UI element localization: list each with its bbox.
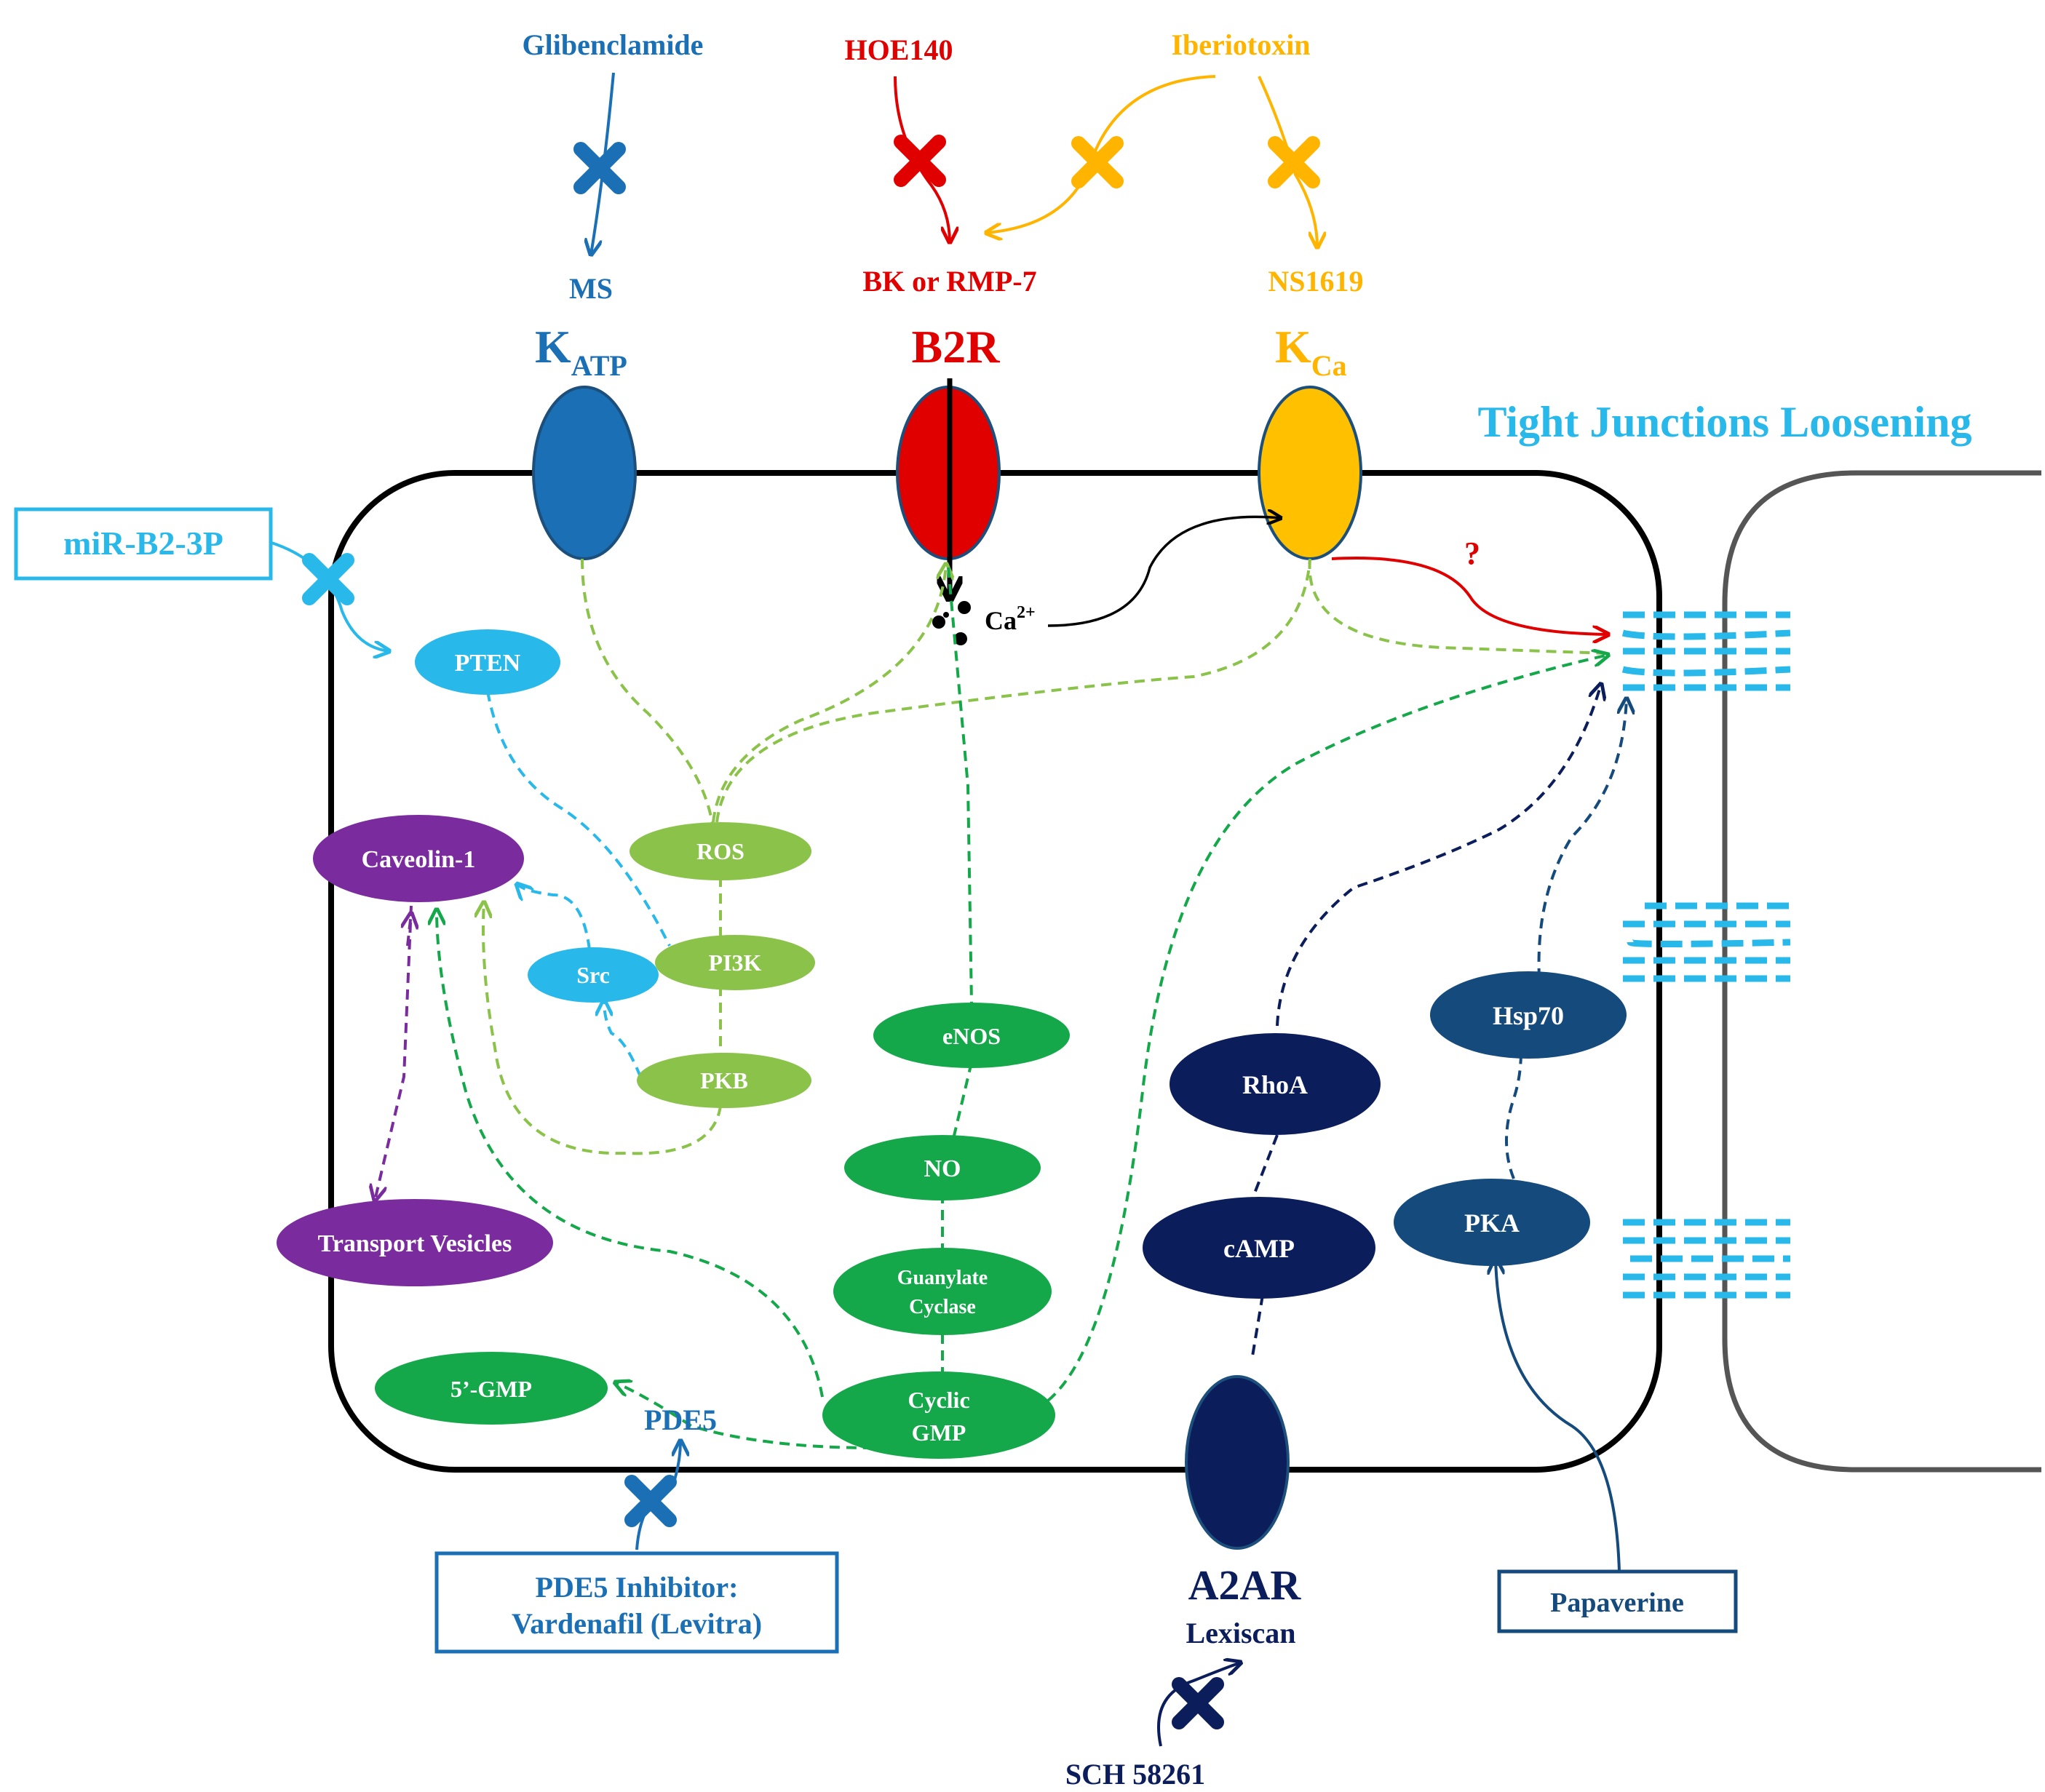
hsp70-label: Hsp70 (1493, 1001, 1564, 1030)
mir-box (14, 507, 273, 581)
hsp70-to-tj-arrow (1537, 698, 1627, 979)
camp-a2ar-link (1250, 1294, 1264, 1361)
src-label: Src (576, 962, 610, 988)
mir-block-icon (302, 553, 354, 605)
pkb-node: PKB (637, 1053, 811, 1108)
pten-node: PTEN (415, 629, 560, 695)
camp-node: cAMP (1143, 1197, 1375, 1299)
rhoa-to-tj-arrow (1276, 684, 1601, 1027)
ros-to-ca-arrow (712, 564, 946, 823)
ros-node: ROS (630, 822, 811, 880)
enos-label: eNOS (942, 1023, 1001, 1049)
iberiotoxin-block-icon-1 (1071, 136, 1124, 188)
pkb-to-caveolin-arrow (483, 902, 722, 1155)
ca-enos-link (947, 567, 973, 1005)
pde5-label: PDE5 (644, 1403, 717, 1436)
a2ar-label: A2AR (1188, 1561, 1302, 1609)
pde5-inhibitor-box (434, 1551, 839, 1654)
hoe140-block-icon (894, 135, 946, 187)
cgmp-to-tj-arrow (1047, 655, 1608, 1402)
pde5-inhibitor-line1: PDE5 Inhibitor: (536, 1571, 739, 1604)
kca-label: KCa (1275, 321, 1347, 382)
enos-no-link (952, 1062, 973, 1139)
glibenclamide-block-icon (573, 142, 626, 194)
pka-node: PKA (1394, 1179, 1590, 1266)
no-node: NO (844, 1135, 1041, 1200)
rhoa-node: RhoA (1170, 1033, 1381, 1135)
5-gmp-node: 5’-GMP (375, 1352, 608, 1425)
caveolin-label: Caveolin-1 (362, 846, 476, 873)
papaverine-to-pka-arrow (1496, 1259, 1621, 1572)
rhoa-label: RhoA (1242, 1070, 1308, 1099)
caveolin-transport-link (375, 905, 413, 1200)
mir-to-pten-arrow (269, 541, 389, 651)
5-gmp-label: 5’-GMP (450, 1376, 532, 1402)
rhoa-camp-link (1250, 1134, 1279, 1201)
tight-junction-strands (1621, 611, 1791, 1299)
caveolin-transport-link-up (408, 913, 411, 947)
pde5-inhibitor-block-icon (624, 1475, 677, 1527)
lexiscan-label: Lexiscan (1186, 1617, 1295, 1649)
src-to-caveolin-arrow (517, 884, 591, 950)
cgmp-to-caveolin-arrow (437, 909, 824, 1398)
iberiotoxin-block-icon-2 (1268, 136, 1320, 188)
camp-label: cAMP (1223, 1234, 1295, 1263)
cgmp-label-line1: Cyclic (908, 1387, 969, 1413)
sch-label: SCH 58261 (1065, 1758, 1205, 1791)
caveolin-node: Caveolin-1 (313, 815, 524, 902)
pten-label: PTEN (455, 650, 521, 677)
ca-to-kca-arrow (1047, 517, 1281, 627)
gc-label-line2: Cyclase (909, 1296, 976, 1318)
kca-channel (1258, 386, 1362, 560)
gc-label-line1: Guanylate (897, 1267, 988, 1289)
ros-label: ROS (696, 838, 744, 864)
pten-pi3k-link (486, 690, 671, 947)
pkb-label: PKB (700, 1067, 748, 1094)
transport-vesicles-label: Transport Vesicles (318, 1230, 512, 1257)
pka-label: PKA (1464, 1208, 1520, 1238)
calcium-label: Ca2+ (985, 603, 1036, 635)
guanylate-cyclase-node: Guanylate Cyclase (833, 1248, 1052, 1335)
pka-hsp70-link (1505, 1051, 1522, 1179)
no-label: NO (924, 1155, 961, 1182)
katp-label: KATP (535, 321, 627, 382)
iberiotoxin-to-ns1619-arrow (1258, 76, 1317, 247)
cgmp-to-5gmp-arrow (615, 1382, 874, 1449)
pi3k-node: PI3K (655, 935, 815, 990)
neighbor-cell-membrane (1722, 470, 2041, 1473)
pkb-to-src-arrow (604, 1000, 642, 1078)
cgmp-label-line2: GMP (912, 1419, 966, 1446)
kca-to-tj-green-arrow (1308, 558, 1609, 655)
transport-vesicles-node: Transport Vesicles (277, 1199, 553, 1286)
kca-to-tj-arrow (1331, 557, 1608, 634)
ms-label: MS (569, 272, 613, 305)
sch-block-icon (1172, 1677, 1224, 1729)
iberiotoxin-label: Iberiotoxin (1171, 28, 1310, 61)
papaverine-label: Papaverine (1550, 1588, 1684, 1618)
calcium-ions-icon (932, 601, 971, 645)
glibenclamide-label: Glibenclamide (523, 28, 704, 61)
sch-to-lexiscan-arrow (1157, 1662, 1241, 1747)
papaverine-box (1497, 1569, 1738, 1633)
hoe140-label: HOE140 (845, 33, 953, 66)
b2r-label: B2R (912, 321, 1001, 373)
unknown-mechanism-mark: ? (1464, 535, 1480, 571)
ns1619-label: NS1619 (1268, 265, 1363, 298)
cyclic-gmp-node: Cyclic GMP (822, 1371, 1055, 1459)
enos-node: eNOS (873, 1003, 1070, 1068)
bk-rmp7-label: BK or RMP-7 (862, 265, 1036, 298)
a2ar-receptor (1185, 1375, 1290, 1550)
hsp70-node: Hsp70 (1430, 971, 1627, 1059)
tight-junctions-title: Tight Junctions Loosening (1477, 398, 1971, 446)
pde5-inhibitor-line2: Vardenafil (Levitra) (512, 1607, 762, 1640)
pi3k-label: PI3K (709, 949, 762, 976)
mir-label: miR-B2-3P (63, 525, 223, 562)
src-node: Src (528, 947, 659, 1003)
katp-ros-link (581, 558, 715, 830)
ros-to-tj-arrow (715, 558, 1311, 823)
hoe140-to-bk-arrow (894, 76, 950, 242)
katp-channel (532, 386, 637, 560)
